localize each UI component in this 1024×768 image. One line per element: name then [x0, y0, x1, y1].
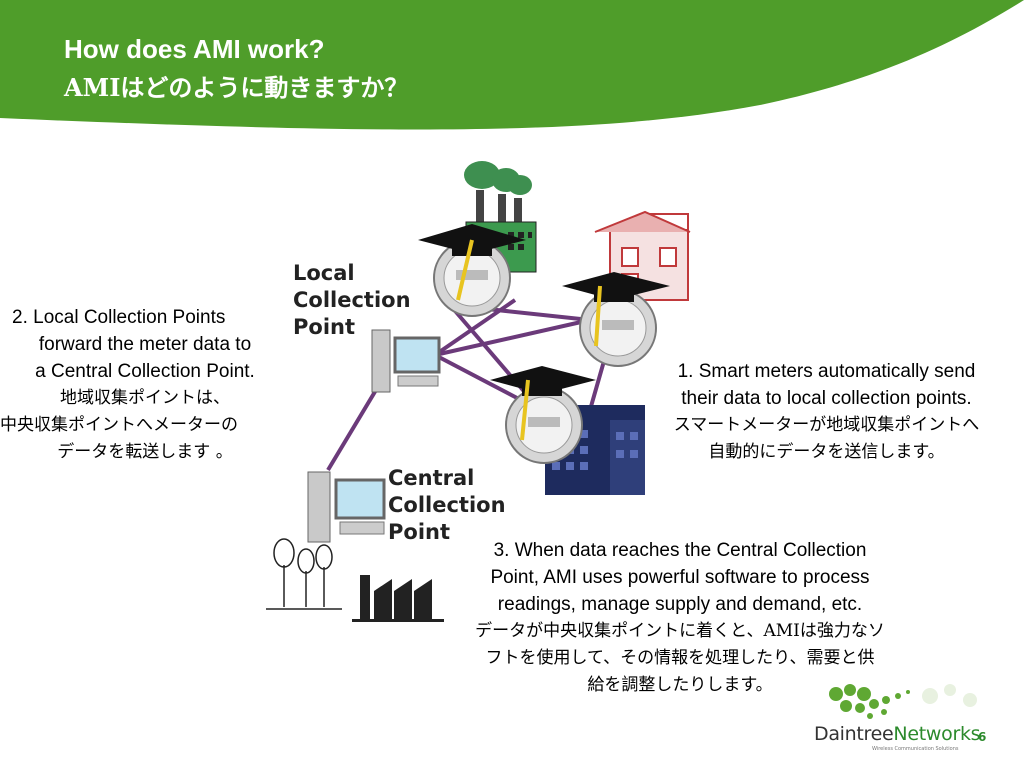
graduation-cap-icon: [490, 366, 596, 441]
trees-and-factories-sketch: [266, 538, 444, 622]
factory-silhouette-icon: [352, 575, 444, 622]
ami-network-diagram: [307, 161, 691, 543]
slide-title: How does AMI work?: [64, 34, 325, 64]
company-logo-text: DaintreeNetworks: [814, 723, 981, 745]
page-number: 6: [978, 730, 987, 744]
title-banner: [0, 0, 1024, 130]
slide-subtitle-jp: AMIはどのように動きますか？: [64, 73, 409, 102]
graduation-cap-icon: [562, 272, 670, 347]
computer-icon: [307, 471, 386, 543]
logo-tagline: Wireless Communication Solutions: [872, 746, 959, 752]
step-3-caption: 3. When data reaches the Central Collect…: [475, 540, 885, 695]
daintree-logo-icon: [829, 684, 977, 719]
central-collection-point-label: Central Collection Point: [388, 466, 506, 544]
graduation-cap-icon: [418, 224, 526, 301]
computer-icon: [371, 329, 441, 393]
trees-icon: [266, 538, 342, 610]
smart-meter-icon: [505, 386, 583, 464]
step-1-caption: 1. Smart meters automatically send their…: [673, 361, 980, 462]
step-2-caption: 2. Local Collection Points forward the m…: [0, 307, 255, 462]
local-collection-point-label: Local Collection Point: [293, 261, 411, 339]
